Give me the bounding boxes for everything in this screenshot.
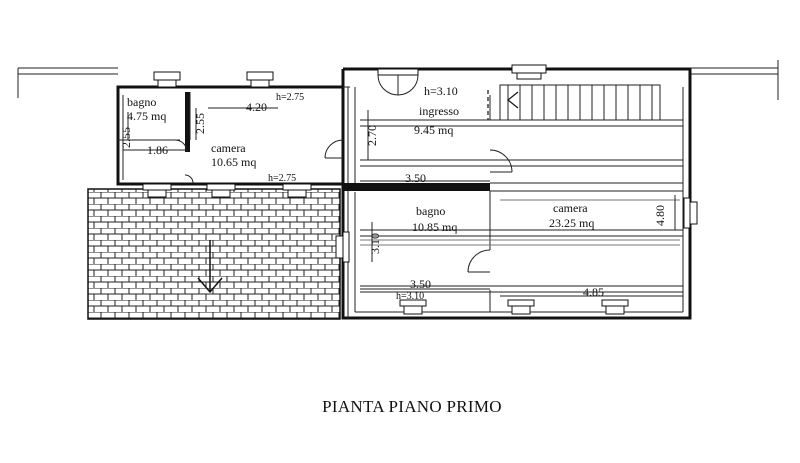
height-labels: h=2.75 h=2.75 h=3.10 h=3.10 (268, 84, 458, 302)
staircase (487, 84, 661, 121)
window-bottom-1 (142, 183, 172, 198)
dimension-label: 4.80 (653, 205, 667, 226)
room-name: bagno (416, 204, 445, 218)
window-top-1 (153, 71, 181, 88)
dimension-label: 4.20 (246, 100, 267, 114)
interior-doors (174, 139, 513, 273)
room-area: 9.45 mq (414, 123, 453, 137)
dimension-label: 3.50 (405, 171, 426, 185)
windows (142, 64, 698, 315)
room-area: 23.25 mq (549, 216, 594, 230)
room-name: bagno (127, 95, 156, 109)
dimension-label: 3.50 (410, 277, 431, 291)
dimension-label: 3.10 (368, 233, 382, 254)
entrance-door (377, 68, 419, 96)
dimension-label: 4.85 (583, 285, 604, 299)
dimension-label: 2.70 (365, 125, 379, 146)
height-label: h=2.75 (276, 92, 304, 103)
roof-terrace (87, 188, 341, 320)
boundary-line-left (17, 67, 118, 98)
slope-arrow-icon (197, 277, 223, 294)
plan-title: PIANTA PIANO PRIMO (322, 397, 502, 416)
room-name: camera (211, 141, 246, 155)
window-right (683, 197, 698, 229)
dimension-label: 1.86 (147, 143, 168, 157)
window-top-3 (511, 64, 547, 80)
height-label: h=2.75 (268, 173, 296, 184)
window-bottom-3 (282, 183, 312, 198)
window-left-bagno (335, 231, 350, 263)
window-top-2 (246, 71, 274, 88)
dimension-lines (123, 107, 683, 297)
dimension-label: 2.55 (193, 113, 207, 134)
dimension-labels: 2.55 2.55 4.20 1.86 2.70 3.50 3.10 4.80 … (119, 100, 667, 299)
room-camera-small: camera 10.65 mq (211, 141, 256, 169)
boundary-line-right (690, 60, 779, 100)
window-bottom-4 (399, 299, 427, 315)
stair-direction-icon (507, 91, 519, 109)
room-ingresso: ingresso 9.45 mq (414, 104, 459, 137)
room-bagno-large: bagno 10.85 mq (412, 204, 457, 234)
room-area: 10.65 mq (211, 155, 256, 169)
window-bottom-5 (507, 299, 535, 315)
room-bagno-small: bagno 4.75 mq (127, 95, 166, 123)
room-area: 10.85 mq (412, 220, 457, 234)
height-label: h=3.10 (424, 84, 458, 98)
room-camera-large: camera 23.25 mq (549, 201, 594, 230)
dimension-label: 2.55 (119, 127, 133, 148)
interior-walls (118, 92, 683, 312)
room-name: ingresso (419, 104, 459, 118)
window-bottom-2 (206, 183, 236, 198)
height-label: h=3.10 (396, 291, 424, 302)
room-area: 4.75 mq (127, 109, 166, 123)
window-bottom-6 (601, 299, 629, 315)
room-name: camera (553, 201, 588, 215)
